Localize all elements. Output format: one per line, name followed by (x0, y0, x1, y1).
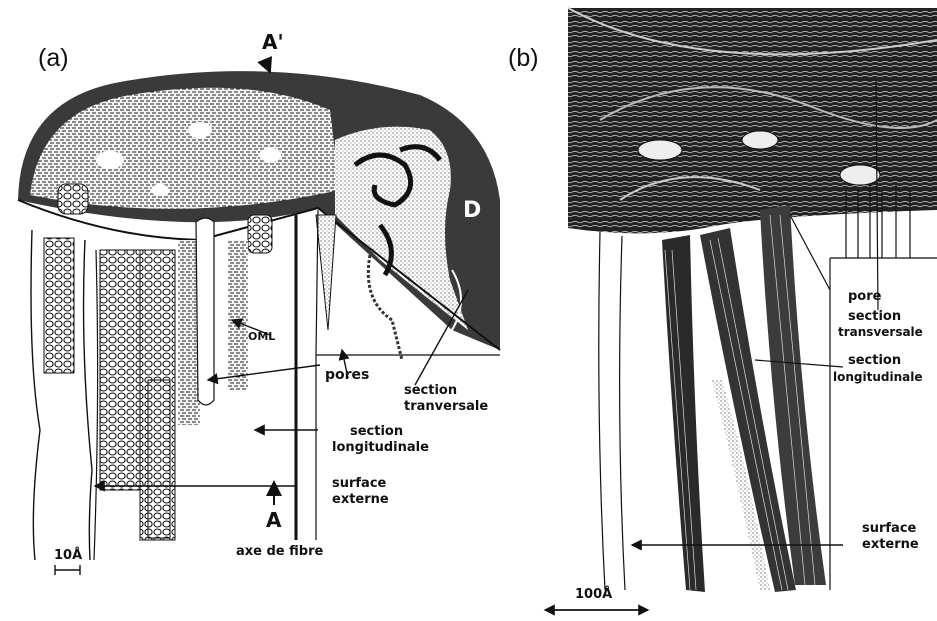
panel-b-letter: (b) (508, 44, 539, 73)
surface-a-line1: surface (332, 477, 386, 491)
macrofibril-column-1 (44, 238, 74, 373)
scale-label-b: 100Å (575, 588, 612, 602)
oml-label: OML (248, 330, 275, 343)
panel-a (18, 60, 500, 575)
marker-label-bottom: A (266, 508, 281, 532)
section-tr-b-line2: transversale (838, 325, 923, 339)
section-long-a-line1: section (350, 425, 403, 439)
surface-a-line2: externe (332, 493, 389, 507)
section-tr-b-line1: section (848, 310, 901, 324)
pores-label: pores (325, 368, 369, 383)
surface-b-line2: externe (862, 538, 919, 552)
marker-arrow-top (265, 60, 270, 72)
section-long-a-line2: longitudinale (332, 441, 429, 455)
axis-caption: axe de fibre (236, 545, 323, 559)
surface-b-line1: surface (862, 522, 916, 536)
pore-label: pore (848, 290, 881, 304)
section-long-b-line2: longitudinale (833, 370, 922, 384)
marker-label-top: A' (262, 30, 284, 54)
region-d-label: D (463, 198, 481, 223)
panel-a-letter: (a) (38, 44, 69, 73)
section-tr-a-line1: section (404, 384, 457, 398)
section-tr-a-line2: tranversale (404, 400, 488, 414)
section-long-b-line1: section (848, 354, 901, 368)
scale-label-a: 10Å (54, 549, 82, 563)
